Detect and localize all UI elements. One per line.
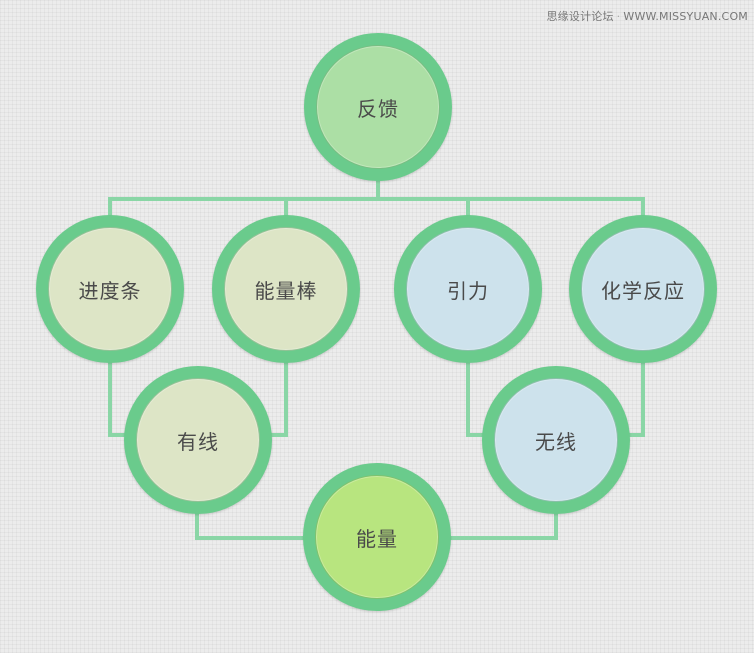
connector-progress-bar-to-finite [108,350,130,437]
node-chemical-reaction: 化学反应 [569,215,717,363]
connector-energy-bar-to-finite [268,350,288,437]
node-energy-bar: 能量棒 [212,215,360,363]
node-progress-bar-fill: 进度条 [48,227,172,351]
node-gravity-label: 引力 [447,278,489,303]
node-energy-label: 能量 [356,526,398,551]
watermark-url: WWW.MISSYUAN.COM [623,10,748,23]
connector-gravity-to-infinite [466,350,488,437]
connector-chemical-reaction-to-infinite [624,350,645,437]
node-finite-label: 有线 [177,429,219,454]
node-energy: 能量 [303,463,451,611]
node-feedback-fill: 反馈 [316,45,440,169]
watermark: 思缘设计论坛·WWW.MISSYUAN.COM [546,8,748,24]
node-infinite-label: 无线 [535,429,577,454]
watermark-site: 思缘设计论坛 [546,10,614,23]
node-energy-bar-label: 能量棒 [254,278,318,303]
node-gravity-fill: 引力 [406,227,530,351]
watermark-separator: · [616,10,621,23]
node-progress-bar: 进度条 [36,215,184,363]
node-chemical-reaction-label: 化学反应 [601,278,685,303]
node-energy-bar-fill: 能量棒 [224,227,348,351]
node-progress-bar-label: 进度条 [78,278,142,303]
node-infinite: 无线 [482,366,630,514]
node-chemical-reaction-fill: 化学反应 [581,227,705,351]
node-feedback-label: 反馈 [357,96,399,121]
node-feedback: 反馈 [304,33,452,181]
node-finite: 有线 [124,366,272,514]
node-infinite-fill: 无线 [494,378,618,502]
node-energy-fill: 能量 [315,475,439,599]
node-finite-fill: 有线 [136,378,260,502]
node-gravity: 引力 [394,215,542,363]
connector-finite-to-energy [195,506,308,540]
connector-infinite-to-energy [448,506,558,540]
